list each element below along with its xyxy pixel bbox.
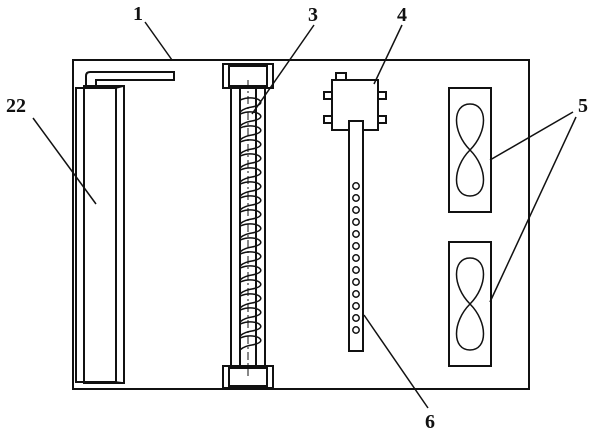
rack-hole [352,194,360,202]
rack-hole [352,182,360,190]
label-3: 3 [308,4,318,26]
rack-hole [352,278,360,286]
rack [348,120,364,352]
rack-hole [352,326,360,334]
spring-turn [239,251,262,267]
spring-turn [239,195,262,211]
rack-hole [352,230,360,238]
rack-hole [352,254,360,262]
rack-hole [352,290,360,298]
spring-turn [239,321,262,337]
leader-line-5a [489,111,574,161]
rack-hole [352,266,360,274]
leader-line-1 [144,21,173,61]
leader-line-6 [363,314,429,409]
leader-line-5b [489,116,577,303]
label-1: 1 [133,3,143,25]
spring-turn [239,265,262,281]
radiator [75,71,175,384]
rack-holes [352,182,360,334]
leader-line-3 [251,24,315,115]
spring-coil [239,97,262,351]
leader-line-22 [32,117,97,205]
rack-hole [352,242,360,250]
spring-turn [239,223,262,239]
rack-hole [352,302,360,310]
spring-turn [239,181,262,197]
spring-turn [239,237,262,253]
leader-line-4 [373,24,403,85]
spring-turn [239,153,262,169]
spring-turn [239,167,262,183]
label-22: 22 [6,95,26,117]
spring-turn [239,139,262,155]
fan-lower [448,241,492,367]
spring-turn [239,125,262,141]
spring-turn [239,307,262,323]
rack-hole [352,206,360,214]
label-4: 4 [397,4,407,26]
rack-hole [352,314,360,322]
spring-turn [239,111,262,127]
spring-turn [239,279,262,295]
rack-hole [352,218,360,226]
housing-outline [72,59,530,390]
fan-upper [448,87,492,213]
spring-turn [239,293,262,309]
spring-turn [239,335,262,351]
label-6: 6 [425,411,435,433]
spring-turn [239,209,262,225]
spring-turn [239,97,262,113]
label-5: 5 [578,95,588,117]
screw-rod-assembly [222,63,274,389]
